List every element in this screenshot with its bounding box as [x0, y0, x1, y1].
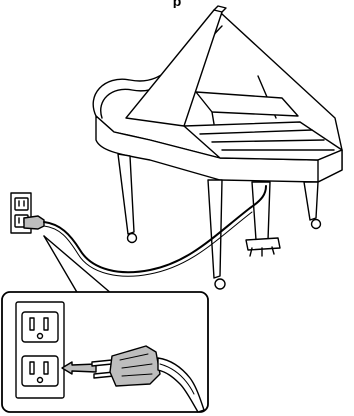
caster-right: [310, 218, 322, 230]
page-title-fragment: p: [172, 0, 182, 8]
pedals: [249, 246, 275, 257]
power-cord: [43, 185, 267, 274]
music-desk-support: [211, 111, 215, 125]
zoom-cord: [157, 357, 205, 413]
piano-music-desk: [195, 91, 299, 117]
power-cord-edge: [43, 211, 253, 277]
piano-lid-edge: [213, 5, 227, 13]
piano-leg-right: [303, 181, 319, 221]
insert-arrow: [61, 361, 97, 375]
caster-front: [214, 278, 226, 290]
piano-leg-left: [117, 153, 135, 235]
small-plug: [23, 215, 45, 230]
piano-leg-front: [207, 179, 223, 279]
piano-keys: [199, 129, 335, 151]
caster-left: [126, 232, 138, 244]
outlet-socket-top: [14, 197, 29, 211]
pedal-box: [245, 237, 281, 251]
zoom-inset: [1, 291, 209, 413]
callout-line-left: [43, 235, 79, 295]
callout-line-right: [43, 235, 113, 295]
grand-piano-drawing: [92, 5, 343, 290]
pedal-lyre: [251, 181, 271, 241]
piano-cheek-block: [317, 149, 343, 183]
